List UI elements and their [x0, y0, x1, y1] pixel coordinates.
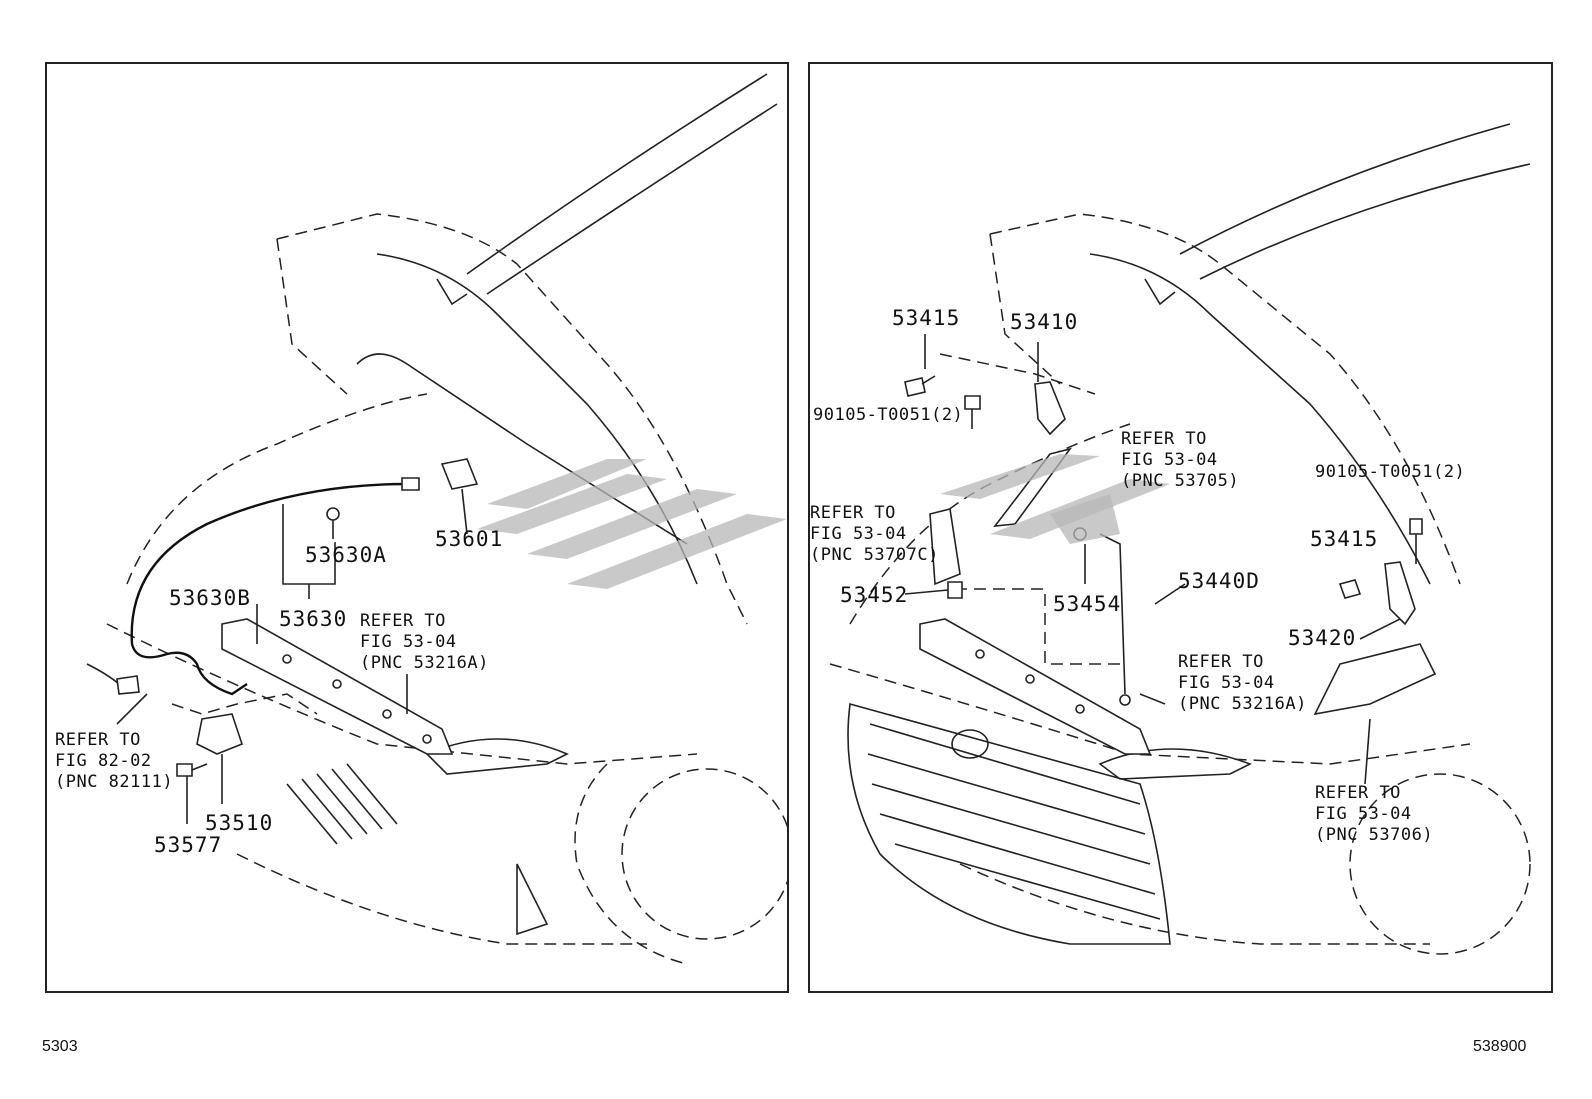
refer-note-53216A-line1: REFER TO — [360, 611, 446, 631]
part-label-53630B: 53630B — [169, 586, 251, 610]
right-diagram-panel: 53415 53410 90105-T0051(2) REFER TO FIG … — [808, 62, 1553, 993]
refer-note-53705-line3: (PNC 53705) — [1121, 471, 1240, 491]
radiator-support-upper — [919, 618, 1152, 755]
refer-note-53707C-line1: REFER TO — [810, 503, 896, 523]
hood-hinge-53410 — [1034, 381, 1066, 436]
refer-note-53216A-line2: FIG 53-04 — [360, 632, 457, 652]
front-wheel — [1349, 773, 1531, 955]
refer-note-53216A-line1: REFER TO — [1178, 652, 1264, 672]
bolt-53415-right-icon — [1338, 579, 1362, 599]
bolt-90105-icon — [964, 395, 981, 410]
clip-53452-icon — [947, 581, 963, 599]
hood-inner-panel — [1089, 253, 1431, 585]
hood-clip — [1144, 278, 1176, 306]
hood-inner-panel — [376, 253, 698, 585]
lock-mounting-dashline — [171, 693, 318, 715]
part-label-53601: 53601 — [435, 527, 504, 551]
refer-note-53216A-line3: (PNC 53216A) — [1178, 694, 1307, 714]
part-label-53440D: 53440D — [1178, 569, 1260, 593]
left-hood-latch-drawing — [86, 73, 787, 965]
bolt-label-90105-left: 90105-T0051(2) — [813, 405, 964, 425]
roof-line — [466, 73, 768, 275]
bumper-top-line — [829, 663, 1471, 765]
hood-hinge-53420 — [1384, 561, 1416, 626]
refer-note-53216A-line2: FIG 53-04 — [1178, 673, 1275, 693]
hood-reinforcement — [356, 353, 688, 545]
hood-front-edge — [276, 238, 348, 395]
cable-clamp-53630A-icon — [326, 507, 340, 521]
part-label-53452: 53452 — [840, 583, 909, 607]
engine-bay-edge — [126, 393, 428, 585]
release-lever-53601 — [440, 458, 479, 490]
part-label-53420: 53420 — [1288, 626, 1357, 650]
refer-note-53706-line2: FIG 53-04 — [1315, 804, 1412, 824]
part-label-53454: 53454 — [1053, 592, 1122, 616]
harness-wire — [86, 663, 120, 685]
right-hood-hinge-drawing — [829, 123, 1531, 955]
grille-outline — [847, 702, 1171, 945]
part-label-53630A: 53630A — [305, 543, 387, 567]
refer-note-53706-line3: (PNC 53706) — [1315, 825, 1434, 845]
harness-connector — [116, 675, 140, 695]
hood-release-cable — [130, 482, 408, 696]
hood-outline — [989, 213, 1461, 585]
watermark-logo — [940, 454, 1170, 544]
refer-note-53705-line2: FIG 53-04 — [1121, 450, 1218, 470]
roof-line-inner — [1199, 163, 1531, 280]
refer-note-53216A-line3: (PNC 53216A) — [360, 653, 489, 673]
figure-code-right: 538900 — [1473, 1038, 1527, 1055]
part-label-53630: 53630 — [279, 607, 348, 631]
cable-end — [401, 477, 420, 491]
refer-note-53706-line1: REFER TO — [1315, 783, 1401, 803]
hood-outline — [276, 213, 748, 625]
bolt-53415-icon — [904, 377, 926, 397]
fender-apron-right — [1313, 643, 1437, 716]
part-label-53415-right: 53415 — [1310, 527, 1379, 551]
refer-note-53707C-line2: FIG 53-04 — [810, 524, 907, 544]
part-label-53410: 53410 — [1010, 310, 1079, 334]
refer-note-82111-line2: FIG 82-02 — [55, 751, 152, 771]
refer-note-82111-line1: REFER TO — [55, 730, 141, 750]
grille-bars — [286, 763, 398, 845]
emblem — [951, 729, 989, 759]
figure-code-left: 5303 — [42, 1038, 78, 1055]
hood-clip — [436, 278, 468, 306]
bumper-lower-line — [959, 863, 1430, 945]
front-wheel — [621, 768, 787, 940]
roof-line-inner — [486, 103, 778, 295]
bumper-lower-line — [236, 853, 647, 945]
roof-line — [1179, 123, 1511, 255]
hinge-dash-guide — [939, 353, 1096, 395]
refer-note-53705-line1: REFER TO — [1121, 429, 1207, 449]
watermark-logo — [477, 459, 787, 589]
part-label-53415-top: 53415 — [892, 306, 961, 330]
part-label-53510: 53510 — [205, 811, 274, 835]
support-rod-dash-guide — [1044, 594, 1120, 665]
bolt-label-90105-right: 90105-T0051(2) — [1315, 462, 1466, 482]
bolt-90105-right-icon — [1409, 518, 1423, 535]
hood-front-edge — [989, 233, 1061, 385]
radiator-support-upper — [221, 618, 454, 755]
fog-lamp-bezel — [516, 863, 549, 936]
left-diagram-panel: 53601 53630A 53630B 53630 REFER TO FIG 5… — [45, 62, 789, 993]
bolt-53577-icon — [176, 763, 193, 777]
part-label-53577: 53577 — [154, 833, 223, 857]
wheel-arch — [574, 763, 688, 965]
bumper-top-line — [106, 623, 698, 765]
headlamp-outline — [1098, 748, 1252, 780]
hood-lock-53510 — [196, 713, 243, 755]
grille-bars — [867, 723, 1161, 920]
refer-note-82111-line3: (PNC 82111) — [55, 772, 174, 792]
fender-apron-left — [929, 508, 961, 586]
refer-note-53707C-line3: (PNC 53707C) — [810, 545, 939, 565]
hood-support-rod-53440D — [1099, 533, 1126, 695]
